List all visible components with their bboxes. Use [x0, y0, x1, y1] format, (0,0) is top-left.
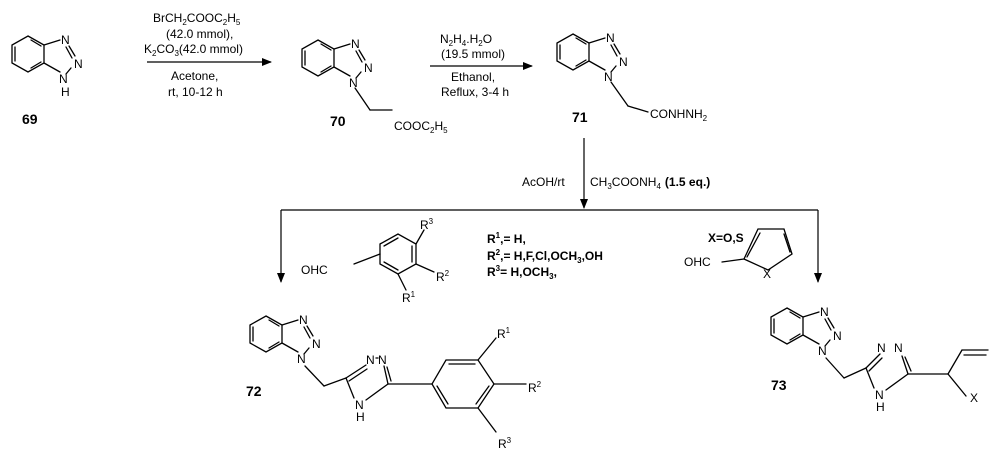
- step1-reagent: BrCH2COOC2H5: [153, 11, 241, 27]
- n-atom: N: [355, 398, 364, 412]
- n-atom: N: [604, 70, 613, 84]
- r1-label: R1: [402, 290, 416, 305]
- n-atom: N: [299, 313, 308, 327]
- compound-label-69: 69: [22, 111, 38, 127]
- substituent-legend: R1,= H, R2,= H,F,Cl,OCH3,OH R3= H,OCH3, …: [487, 231, 744, 281]
- r2-definition: R2,= H,F,Cl,OCH3,OH: [487, 248, 603, 265]
- n-atom: N: [312, 337, 321, 351]
- r2-label: R2: [528, 380, 542, 395]
- step2-amount: (19.5 mmol): [441, 47, 505, 61]
- compound-72-structure: N N N N N N H R1 R2 R3: [249, 313, 542, 451]
- compound-label-71: 71: [572, 109, 588, 125]
- h-atom: H: [876, 400, 885, 414]
- n-atom: N: [351, 37, 360, 51]
- n-atom: N: [61, 33, 70, 47]
- n-atom: N: [378, 353, 387, 367]
- compound-label-73: 73: [771, 377, 787, 393]
- compound-69-structure: N N N H: [11, 33, 83, 99]
- step2-reagent: N2H4.H2O: [440, 32, 492, 48]
- h-atom: H: [61, 85, 70, 99]
- n-atom: N: [820, 305, 829, 319]
- compound-70-structure: N N N COOC2H5: [301, 37, 448, 135]
- step3-equiv: (1.5 eq.): [665, 175, 710, 189]
- n-atom: N: [619, 55, 628, 69]
- heteroaryl-aldehyde-reagent: OHC X: [684, 228, 793, 281]
- x-definition: X=O,S: [708, 231, 744, 245]
- step3-reagent: CH3COONH4(1.5 eq.): [590, 175, 710, 191]
- hydrazide-group: CONHNH2: [650, 107, 708, 123]
- n-atom: N: [877, 341, 886, 355]
- n-atom: N: [833, 329, 842, 343]
- h-atom: H: [356, 410, 365, 424]
- step1-base: K2CO3(42.0 mmol): [144, 42, 243, 58]
- x-atom-label: X: [763, 267, 771, 281]
- n-atom: N: [74, 57, 83, 71]
- ester-group: COOC2H5: [394, 119, 448, 135]
- step1-amount: (42.0 mmol),: [166, 27, 233, 41]
- step3-acid: AcOH/rt: [522, 175, 565, 189]
- n-atom: N: [366, 353, 375, 367]
- r3-label: R3: [498, 436, 512, 451]
- step1-solvent: Acetone,: [171, 69, 218, 83]
- n-atom: N: [606, 31, 615, 45]
- n-atom: N: [875, 388, 884, 402]
- compound-71-structure: N N N CONHNH2: [556, 31, 708, 123]
- n-atom: N: [894, 341, 903, 355]
- benzaldehyde-reagent: OHC R3 R2 R1: [301, 217, 450, 305]
- x-atom-label: X: [970, 391, 978, 405]
- n-atom: N: [349, 76, 358, 90]
- n-atom: N: [59, 72, 68, 86]
- step1-conditions: rt, 10-12 h: [168, 85, 223, 99]
- compound-label-70: 70: [330, 113, 346, 129]
- r1-label: R1: [497, 326, 511, 341]
- n-atom: N: [297, 352, 306, 366]
- n-atom: N: [818, 344, 827, 358]
- r3-definition: R3= H,OCH3,: [487, 264, 557, 281]
- n-atom: N: [364, 61, 373, 75]
- step2-conditions: Reflux, 3-4 h: [441, 85, 509, 99]
- r2-label: R2: [436, 269, 450, 284]
- compound-label-72: 72: [246, 383, 262, 399]
- compound-73-structure: N N N N N N H X: [770, 305, 989, 414]
- r1-definition: R1,= H,: [487, 231, 526, 246]
- r3-label: R3: [420, 217, 434, 232]
- aldehyde-label: OHC: [301, 263, 328, 277]
- step2-solvent: Ethanol,: [451, 70, 495, 84]
- heteroaryl-aldehyde-label: OHC: [684, 255, 711, 269]
